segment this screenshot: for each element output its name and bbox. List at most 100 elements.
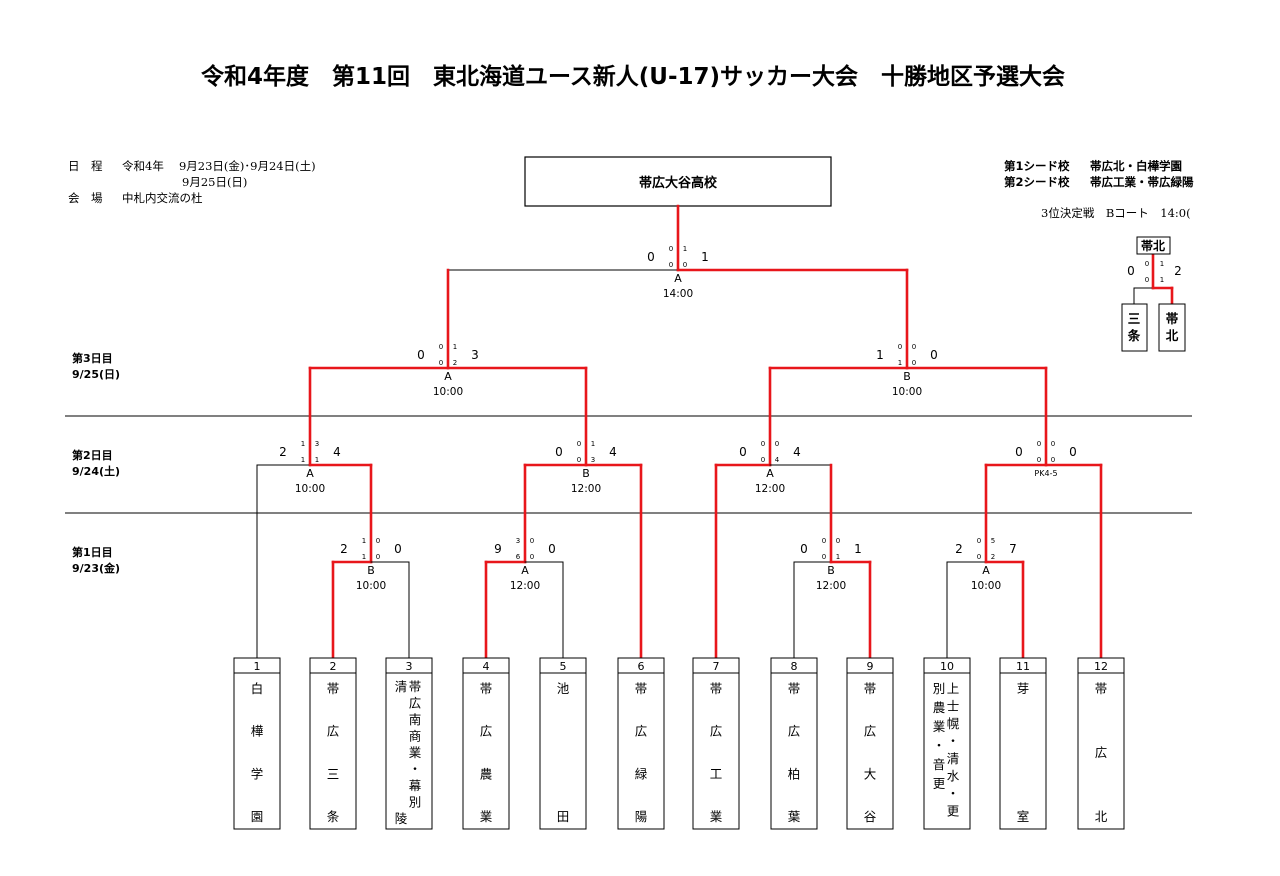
match-left-score: 0: [739, 445, 747, 459]
match-time: 10:00: [433, 386, 463, 398]
half-score: 4: [775, 456, 780, 464]
third-place-left-team: 三条: [1127, 311, 1141, 343]
half-score: 0: [822, 553, 826, 561]
day1-date: 9/23(金): [72, 561, 120, 575]
team-name-char: 上: [947, 681, 960, 696]
team-name-char: 別: [409, 795, 422, 810]
match-left-score: 2: [279, 445, 287, 459]
team-name-char: 北: [1095, 809, 1108, 824]
team-name-char: 帯: [710, 681, 723, 696]
half-score: 0: [669, 261, 673, 269]
half-score: 0: [822, 537, 826, 545]
half-score: 0: [683, 261, 687, 269]
half-score: 1: [591, 440, 595, 448]
match-right-score: 0: [394, 542, 402, 556]
match-court: B: [367, 564, 375, 577]
team-name-char: 広: [864, 724, 877, 739]
team-name-char: 広: [409, 696, 422, 711]
team-name-char: 業: [480, 809, 493, 824]
half-score: 0: [669, 245, 673, 253]
seed1-value: 帯広北・白樺学園: [1090, 159, 1182, 173]
team-name-char: 大: [864, 766, 877, 781]
team-name-char: 農: [480, 766, 493, 781]
half-score: 0: [836, 537, 840, 545]
team-name-char: 柏: [788, 766, 801, 781]
half-score: 3: [315, 440, 319, 448]
match-court: A: [982, 564, 990, 577]
team-number: 3: [406, 660, 413, 673]
match-right-score: 1: [701, 250, 709, 264]
half-score: 0: [912, 343, 916, 351]
half-score: 0: [775, 440, 779, 448]
team-name-char: 広: [788, 724, 801, 739]
team-name-char: 谷: [864, 809, 877, 824]
team-name-char: 帯: [1095, 681, 1108, 696]
match-court: A: [674, 272, 682, 285]
half-score: 1: [362, 537, 366, 545]
team-name-char: 帯: [409, 679, 422, 694]
team-name-char: 帯: [788, 681, 801, 696]
day1-label: 第1日目: [72, 545, 113, 559]
match-right-score: 7: [1009, 542, 1017, 556]
team-name-char: 田: [557, 809, 570, 824]
match-court: A: [521, 564, 529, 577]
match-left-score: 2: [955, 542, 963, 556]
team-name-char: ・: [933, 738, 946, 753]
team-name-char: 学: [251, 766, 264, 781]
team-name-char: ・: [947, 786, 960, 801]
team-name-char: 農: [933, 700, 946, 715]
match-time: 10:00: [295, 483, 325, 495]
team-box-frame: [846, 657, 894, 830]
team-name-char: 池: [557, 681, 570, 696]
team-box-frame: [309, 657, 357, 830]
third-place-rh1: 1: [1160, 260, 1164, 268]
team-number: 6: [638, 660, 645, 673]
match-right-score: 4: [609, 445, 617, 459]
schedule-label: 日 程: [68, 159, 103, 173]
half-score: 0: [1051, 456, 1055, 464]
team-name-char: 更: [947, 804, 960, 819]
team-name-char: 陵: [395, 811, 408, 826]
team-name-char: 条: [327, 809, 340, 824]
match-time: 10:00: [971, 580, 1001, 592]
half-score: 0: [761, 440, 765, 448]
team-name-char: 南: [409, 712, 422, 727]
venue-label: 会 場: [68, 191, 103, 205]
team-name-char: 白: [251, 681, 264, 696]
match-court: A: [444, 370, 452, 383]
match-left-score: 1: [876, 348, 884, 362]
team-name-char: 音: [933, 757, 946, 772]
team-name-char: 三: [1128, 311, 1141, 326]
half-score: 5: [991, 537, 995, 545]
team-number: 2: [330, 660, 337, 673]
team-name-char: 樺: [251, 724, 264, 739]
half-score: 1: [301, 440, 305, 448]
schedule-dates: 令和4年 9月23日(金)･9月24日(土): [122, 159, 316, 173]
half-score: 0: [439, 343, 443, 351]
team-number: 5: [560, 660, 567, 673]
seed2-value: 帯広工業・帯広緑陽: [1090, 175, 1194, 189]
match-court: B: [903, 370, 911, 383]
half-score: 1: [898, 359, 902, 367]
half-score: 2: [453, 359, 457, 367]
team-name-char: 園: [251, 809, 264, 824]
match-right-score: 4: [333, 445, 341, 459]
team-number: 11: [1016, 660, 1030, 673]
half-score: 1: [683, 245, 687, 253]
half-score: 0: [530, 537, 534, 545]
team-name-char: 広: [710, 724, 723, 739]
match-left-score: 0: [555, 445, 563, 459]
team-name-char: 葉: [788, 809, 801, 824]
